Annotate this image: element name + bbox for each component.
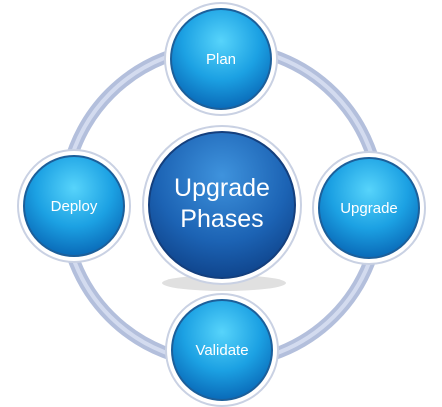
center-title-line2: Phases bbox=[180, 205, 263, 233]
center-title-line1: Upgrade bbox=[174, 174, 270, 202]
phase-node-deploy: Deploy bbox=[17, 149, 131, 263]
phase-label-plan: Plan bbox=[206, 51, 236, 68]
phase-node-plan: Plan bbox=[164, 2, 278, 116]
phase-node-upgrade: Upgrade bbox=[312, 151, 426, 265]
phase-label-deploy: Deploy bbox=[51, 198, 98, 215]
center-node: Upgrade Phases bbox=[142, 125, 302, 291]
phase-node-validate: Validate bbox=[165, 293, 279, 407]
phase-label-validate: Validate bbox=[195, 342, 248, 359]
phase-label-upgrade: Upgrade bbox=[340, 200, 398, 217]
